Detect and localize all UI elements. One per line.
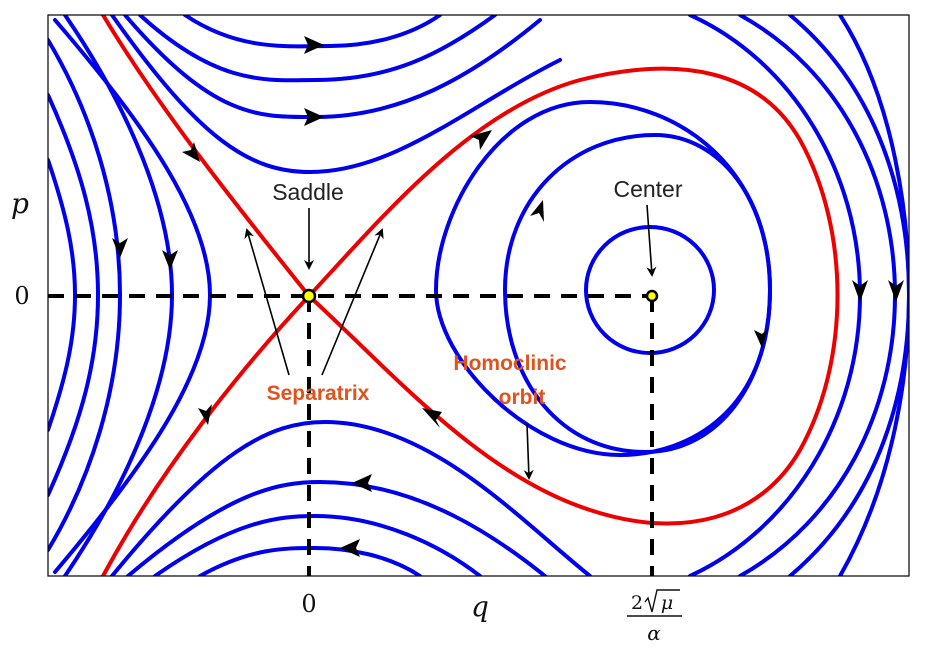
svg-text:μ: μ: [661, 592, 673, 614]
arrowhead-icon: [304, 108, 324, 126]
arrowhead-icon: [530, 200, 544, 222]
saddle-point: [301, 288, 317, 304]
arrowhead-icon: [198, 404, 212, 425]
separatrix-left-upper: [101, 15, 311, 298]
arrowhead-icon: [852, 280, 868, 302]
homoclinic-label-line2: orbit: [499, 386, 546, 409]
homoclinic-label-line1: Homoclinic: [453, 352, 567, 375]
arrowhead-icon: [304, 36, 324, 54]
x-tick-center: 2 μ α: [627, 589, 682, 645]
orbit-left-4: [48, 93, 101, 497]
arrowhead-icon: [182, 142, 200, 162]
separatrix-label: Separatrix: [267, 382, 370, 405]
orbit-top-2: [138, 15, 497, 83]
orbit-top-4: [110, 15, 562, 175]
annotation-arrows: [244, 204, 657, 480]
orbit-bottom-4: [110, 419, 592, 576]
arrowhead-icon: [352, 474, 372, 492]
y-tick-zero: 0: [14, 282, 29, 310]
orbit-bottom-1: [198, 545, 422, 576]
arrowhead-icon: [162, 250, 178, 270]
orbit-left-3: [48, 38, 123, 552]
dashed-guides: [48, 294, 654, 576]
center-label: Center: [613, 176, 682, 202]
svg-text:α: α: [647, 621, 661, 645]
orbit-right-4: [838, 15, 909, 576]
arrowhead-icon: [470, 130, 492, 150]
y-axis-label: p: [11, 187, 29, 220]
saddle-label: Saddle: [272, 179, 344, 205]
orbit-bottom-3: [126, 479, 547, 576]
orbit-top-3: [123, 15, 542, 120]
arrowhead-icon: [112, 238, 128, 258]
flow-arrows: [112, 36, 904, 557]
trajectories: [48, 15, 909, 576]
orbit-top-1: [183, 15, 442, 49]
arrowhead-icon: [888, 280, 904, 302]
center-point: [645, 289, 659, 303]
closed-orbit-outer-2: [433, 99, 773, 458]
plot-frame: [47, 14, 910, 577]
orbit-right-3: [788, 15, 909, 576]
separatrix-left-lower: [101, 294, 311, 576]
arrowhead-icon: [754, 328, 768, 348]
homoclinic-orbit: [307, 66, 840, 526]
svg-text:2: 2: [631, 592, 643, 614]
arrowhead-icon: [422, 408, 442, 428]
orbit-bottom-2: [153, 513, 482, 576]
x-axis-label: q: [471, 590, 489, 623]
x-tick-zero: 0: [301, 590, 316, 618]
arrowhead-icon: [340, 539, 360, 557]
